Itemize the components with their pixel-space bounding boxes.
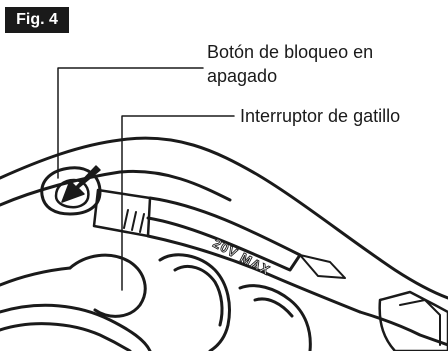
base-curve [0,322,132,351]
grip-front [0,266,72,287]
vent-slot-3 [139,213,145,233]
front-nose [378,290,448,351]
lock-off-button-face [54,178,90,209]
lock-off-button-callout: Botón de bloqueo en apagado [207,42,374,86]
handle-contour-4 [253,297,294,318]
figure-label: Fig. 4 [5,7,69,33]
battery-slot [299,254,346,279]
trigger [68,253,147,318]
lock-off-recess [40,166,102,216]
vent-slot-2 [131,211,137,231]
press-arrow-icon [61,165,101,203]
vent-slot-1 [123,209,129,229]
side-panel-lower [146,234,362,314]
grip-lower [0,303,152,351]
lock-off-leader-line [57,67,204,179]
front-end [358,310,448,347]
handle-contour-1 [158,253,231,351]
front-nose-detail [399,299,441,346]
handle-contour-2 [173,265,224,327]
handle-contour-3 [238,284,312,351]
trigger-switch-callout: Interruptor de gatillo [240,106,401,126]
housing-inner-ridge [0,169,232,207]
side-panel [146,196,302,272]
housing-top-outline [0,136,448,300]
